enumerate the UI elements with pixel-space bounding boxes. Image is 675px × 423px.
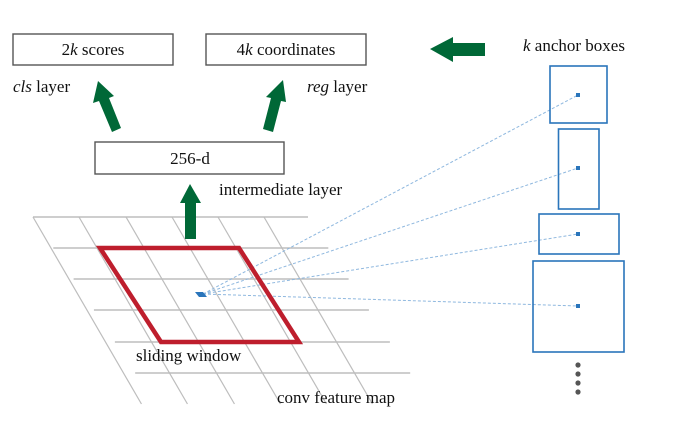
more-anchors-ellipsis-icon (575, 362, 581, 395)
grid-col-line (263, 216, 373, 405)
grid-col-line (32, 216, 142, 405)
intermediate-box (94, 141, 285, 175)
conv-feature-map-label: conv feature map (277, 388, 395, 407)
conv-feature-map-grid (32, 216, 411, 405)
anchor-center-2 (576, 166, 580, 170)
sliding-window-label: sliding window (136, 346, 242, 365)
anchor-center-4 (576, 304, 580, 308)
reg-output-box (205, 33, 367, 66)
reg-layer-label: reg layer (307, 77, 368, 96)
cls-layer-label: cls layer (13, 77, 70, 96)
sliding-window (95, 245, 304, 345)
arrow-to-reg-icon (263, 80, 286, 132)
anchor-projection-lines (202, 94, 579, 307)
anchor-center-3 (576, 232, 580, 236)
arrow-left-icon (430, 37, 485, 62)
anchor-projection-line (202, 94, 579, 295)
anchor-box-square-large (532, 260, 625, 353)
anchor-box-square-small (549, 65, 608, 124)
anchor-projection-line (202, 233, 579, 295)
anchor-projection-line (202, 167, 579, 295)
reg-output-label: 4k coordinates (237, 40, 336, 59)
cls-output-label: 2k scores (62, 40, 125, 59)
window-center-marker (195, 292, 207, 297)
anchor-box-wide (538, 213, 620, 255)
arrow-up-icon (180, 184, 201, 239)
grid-col-line (78, 216, 188, 405)
anchor-center-1 (576, 93, 580, 97)
anchor-boxes (532, 65, 625, 353)
anchor-box-tall (557, 128, 600, 210)
intermediate-box-label: 256-d (170, 149, 210, 168)
arrow-to-cls-icon (93, 81, 121, 132)
anchor-boxes-label: k anchor boxes (523, 36, 625, 55)
intermediate-layer-label: intermediate layer (219, 180, 343, 199)
cls-output-box (12, 33, 174, 66)
anchor-projection-line (202, 293, 579, 307)
